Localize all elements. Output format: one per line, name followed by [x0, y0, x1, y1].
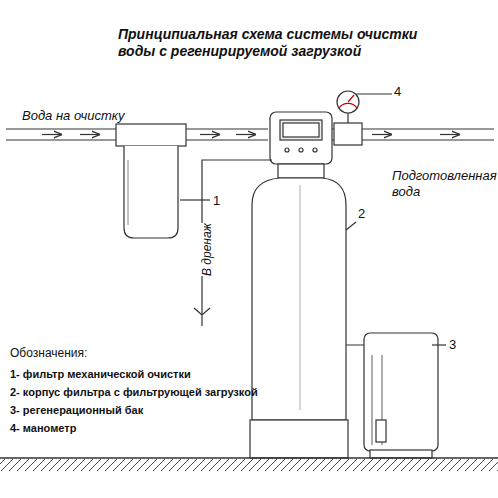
legend-item: 1- фильтр механической очистки — [10, 368, 191, 381]
legend-item: 2- корпус фильтра с фильтрующей загрузко… — [10, 386, 258, 399]
drain-label: В дренаж — [200, 224, 214, 277]
legend-item: 3- регенерационный бак — [10, 404, 143, 417]
callout-number: 2 — [358, 206, 365, 222]
flow-label: Вода на очистку — [22, 108, 125, 124]
legend-heading: Обозначения: — [10, 346, 87, 360]
legend-item: 4- манометр — [10, 422, 76, 435]
callout-number: 4 — [394, 84, 401, 100]
diagram-title: Принципиальная схема системы очистки вод… — [118, 26, 458, 60]
callout-number: 3 — [449, 337, 456, 353]
flow-label: Подготовленная вода — [392, 168, 482, 199]
callout-number: 1 — [213, 193, 220, 209]
